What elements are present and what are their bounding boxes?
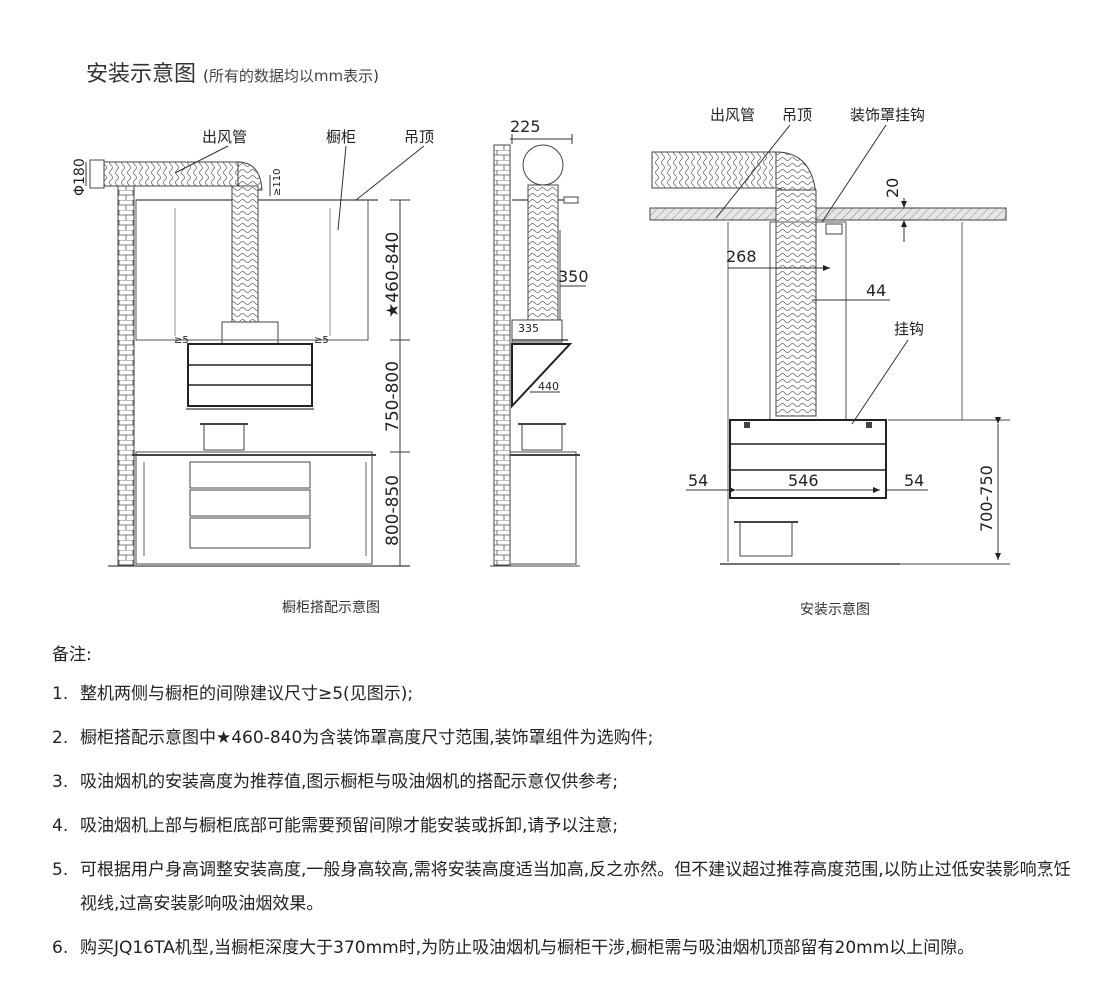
label-cabinet: 橱柜 xyxy=(326,128,356,146)
right-diagram-caption: 安装示意图 xyxy=(800,602,870,618)
dim-546: 546 xyxy=(788,471,819,490)
right-label-duct: 出风管 xyxy=(710,106,755,124)
side-pot xyxy=(521,423,563,451)
note-text: 吸油烟机上部与橱柜底部可能需要预留间隙才能安装或拆卸,请予以注意; xyxy=(80,816,619,836)
note-text: 可根据用户身高调整安装高度,一般身高较高,需将安装高度适当加高,反之亦然。但不建… xyxy=(80,860,1071,914)
side-cover xyxy=(511,319,563,343)
note-text: 整机两侧与橱柜的间隙建议尺寸≥5(见图示); xyxy=(80,684,414,704)
note-number: 1. xyxy=(52,684,69,704)
dim-54-right: 54 xyxy=(904,471,924,490)
label-ceiling: 吊顶 xyxy=(404,128,434,146)
dim-20: 20 xyxy=(883,178,902,198)
label-gap-top: ≥110 xyxy=(272,169,283,196)
hood-body xyxy=(187,343,313,407)
pot xyxy=(203,423,245,451)
dim-side-base: 335 xyxy=(518,322,539,335)
title-main: 安装示意图 xyxy=(86,62,197,87)
duct-circle xyxy=(522,144,564,186)
installation-diagrams: 出风管 橱柜 吊顶 Φ180 ≥110 ≥5 ≥5 ★460-840 750-8… xyxy=(72,106,1010,567)
right-label-cover-hook: 装饰罩挂钩 xyxy=(850,106,925,124)
label-gap-left: ≥5 xyxy=(174,335,189,346)
notes-heading: 备注: xyxy=(52,645,92,665)
duct-pipe-vertical xyxy=(231,185,259,323)
note-number: 5. xyxy=(52,860,69,880)
dim-side-depth: 440 xyxy=(538,380,559,393)
title-subtitle: 所有的数据均以mm表示 xyxy=(208,67,374,85)
cabinet-diagram: 出风管 橱柜 吊顶 Φ180 ≥110 ≥5 ≥5 ★460-840 750-8… xyxy=(72,128,434,567)
notes-section: 备注: 1. 整机两侧与橱柜的间隙建议尺寸≥5(见图示); 2. 橱柜搭配示意图… xyxy=(52,640,1072,975)
duct-pipe-horizontal xyxy=(99,161,241,187)
right-label-ceiling: 吊顶 xyxy=(782,106,812,124)
dim-268: 268 xyxy=(726,247,757,266)
hood-cover xyxy=(221,321,279,345)
left-diagram-caption: 橱柜搭配示意图 xyxy=(282,600,380,616)
note-number: 6. xyxy=(52,938,69,958)
note-number: 3. xyxy=(52,772,69,792)
right-hood xyxy=(729,419,887,499)
side-brick-wall xyxy=(493,144,511,566)
note-number: 2. xyxy=(52,728,69,748)
dim-side-top: 225 xyxy=(510,117,541,136)
label-duct: 出风管 xyxy=(202,128,247,146)
dim-hood-height: 750-800 xyxy=(383,361,403,432)
title-paren-close: ) xyxy=(373,67,379,85)
note-item: 3. 吸油烟机的安装高度为推荐值,图示橱柜与吸油烟机的搭配示意仅供参考; xyxy=(52,765,1072,799)
dim-counter-height: 800-850 xyxy=(383,475,403,546)
title-paren-open: ( xyxy=(203,67,209,85)
side-hood xyxy=(511,343,573,409)
note-item: 2. 橱柜搭配示意图中★460-840为含装饰罩高度尺寸范围,装饰罩组件为选购件… xyxy=(52,721,1072,755)
note-item: 6. 购买JQ16TA机型,当橱柜深度大于370mm时,为防止吸油烟机与橱柜干涉… xyxy=(52,931,1072,965)
right-duct-vertical xyxy=(775,189,817,417)
note-text: 吸油烟机的安装高度为推荐值,图示橱柜与吸油烟机的搭配示意仅供参考; xyxy=(80,772,619,792)
label-pipe-dia: Φ180 xyxy=(72,158,88,196)
page-title: 安装示意图 (所有的数据均以mm表示) xyxy=(86,56,379,88)
brick-wall xyxy=(117,184,135,566)
dim-44: 44 xyxy=(866,281,886,300)
side-counter xyxy=(509,451,577,565)
dim-54-left: 54 xyxy=(688,471,708,490)
right-duct-horizontal xyxy=(651,151,777,189)
ceiling-slab xyxy=(649,207,1007,221)
dim-cover-height: ★460-840 xyxy=(383,232,403,318)
install-diagram: 出风管 吊顶 装饰罩挂钩 挂钩 20 268 44 54 546 54 700-… xyxy=(649,106,1010,565)
right-label-hook: 挂钩 xyxy=(894,320,924,338)
label-gap-right: ≥5 xyxy=(314,335,329,346)
side-duct-pipe xyxy=(527,184,559,321)
note-item: 1. 整机两侧与橱柜的间隙建议尺寸≥5(见图示); xyxy=(52,677,1072,711)
note-text: 橱柜搭配示意图中★460-840为含装饰罩高度尺寸范围,装饰罩组件为选购件; xyxy=(80,728,654,748)
note-number: 4. xyxy=(52,816,69,836)
right-pot xyxy=(739,521,793,557)
note-text: 购买JQ16TA机型,当橱柜深度大于370mm时,为防止吸油烟机与橱柜干涉,橱柜… xyxy=(80,938,975,958)
note-item: 5. 可根据用户身高调整安装高度,一般身高较高,需将安装高度适当加高,反之亦然。… xyxy=(52,853,1072,921)
side-view-diagram: 225 350 335 440 xyxy=(490,117,589,567)
note-item: 4. 吸油烟机上部与橱柜底部可能需要预留间隙才能安装或拆卸,请予以注意; xyxy=(52,809,1072,843)
dim-install-height: 700-750 xyxy=(977,465,996,532)
dim-side-mid: 350 xyxy=(558,267,589,286)
